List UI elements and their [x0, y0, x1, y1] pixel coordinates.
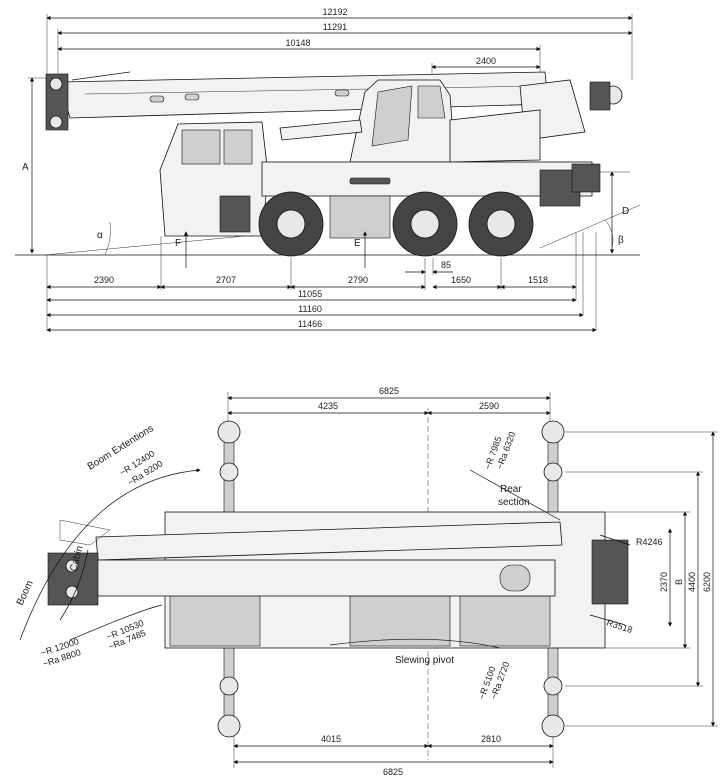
- dim-2790: 2790: [348, 275, 368, 285]
- top-dimension-lines: 12192 11291 10148 2400: [46, 7, 633, 85]
- wheels: [258, 191, 534, 257]
- side-view: 12192 11291 10148 2400 A D: [15, 7, 641, 333]
- dim-10148: 10148: [285, 38, 310, 48]
- dim-1518: 1518: [528, 275, 548, 285]
- label-slewing-pivot: Slewing pivot: [395, 655, 454, 666]
- label-b: B: [674, 579, 684, 585]
- top-view: 6825 4235 2590: [15, 386, 718, 777]
- approach-departure-angles: α β F E: [44, 204, 641, 268]
- dim-11466: 11466: [298, 319, 322, 329]
- luffing-cylinder: [279, 119, 363, 141]
- dim-11055: 11055: [298, 289, 322, 299]
- label-f: F: [175, 238, 181, 249]
- dim-bottom-6825: 6825: [383, 767, 403, 777]
- boom-extension-head: [59, 519, 111, 546]
- label-a: A: [22, 162, 29, 173]
- dim-top-6825: 6825: [379, 386, 399, 396]
- dim-2370: 2370: [659, 572, 669, 592]
- bottom-dimension-lines: 2390 2707 2790 85 1650 1518 11055 11160 …: [46, 232, 597, 333]
- label-boom-extensions: Boom Extentions: [86, 423, 156, 472]
- label-r4246: R4246: [636, 537, 663, 547]
- dim-11160: 11160: [298, 304, 322, 314]
- label-d: D: [622, 206, 629, 217]
- label-rear: Rear: [500, 484, 522, 495]
- dim-85: 85: [441, 260, 451, 270]
- dim-bottom-4015: 4015: [321, 734, 341, 744]
- dim-6200: 6200: [702, 572, 712, 592]
- height-d-dimension: D: [595, 171, 630, 254]
- dim-11291: 11291: [323, 22, 347, 32]
- dim-2707: 2707: [216, 275, 236, 285]
- top-boom-straight: [47, 552, 556, 606]
- chassis-frame: [219, 161, 601, 239]
- dim-1650: 1650: [451, 275, 471, 285]
- dim-4400: 4400: [687, 572, 697, 592]
- dim-12192: 12192: [322, 7, 347, 17]
- top-view-bottom-dims: 4015 2810 6825: [233, 734, 554, 777]
- carrier-cab: [159, 121, 269, 237]
- swing-arcs: [19, 468, 631, 649]
- dim-bottom-2810: 2810: [481, 734, 501, 744]
- dim-top-2590: 2590: [479, 401, 499, 411]
- top-boom-tilted: [95, 521, 563, 561]
- dim-top-4235: 4235: [318, 401, 338, 411]
- label-e: E: [354, 238, 361, 249]
- top-view-right-dims: 2370 B 4400 6200: [565, 431, 718, 727]
- label-r3518: R3518: [605, 617, 633, 635]
- label-section: section: [498, 497, 530, 508]
- label-alpha: α: [97, 230, 103, 241]
- label-boom: Boom: [15, 579, 36, 607]
- dim-2390: 2390: [94, 275, 114, 285]
- superstructure-cabin: [349, 79, 541, 163]
- dim-2400: 2400: [476, 56, 496, 66]
- label-beta: β: [618, 235, 624, 246]
